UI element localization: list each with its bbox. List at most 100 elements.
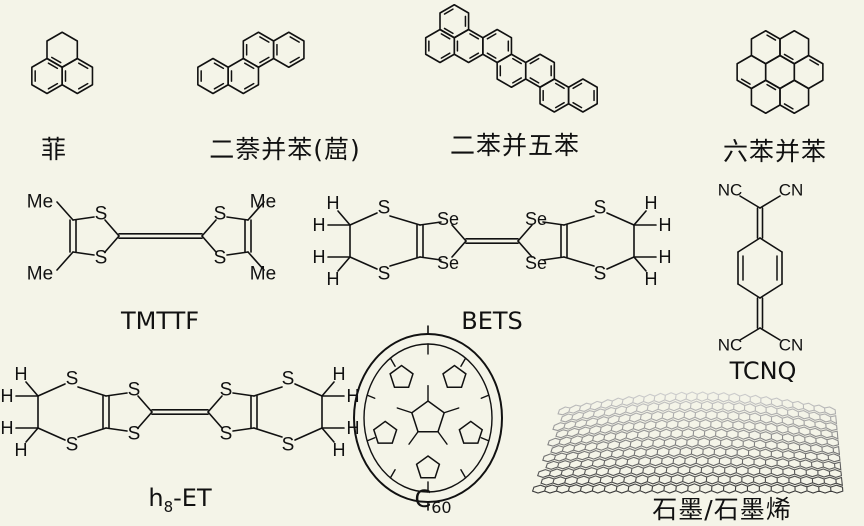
cage-bond: [366, 394, 376, 399]
methyl-label: Me: [27, 264, 53, 285]
bond: [563, 215, 595, 226]
cyano-label: CN: [779, 336, 804, 355]
bond: [739, 327, 761, 341]
ring-double-bond: [572, 101, 583, 109]
hydrogen-label: H: [15, 364, 28, 384]
atom-s: S: [378, 198, 391, 219]
hydrogen-label: H: [333, 440, 346, 460]
benzene-ring: [197, 57, 229, 95]
bond: [737, 237, 761, 253]
bond: [563, 256, 595, 267]
ring-double-bond: [554, 101, 565, 109]
bond: [253, 386, 283, 397]
benzene-ring: [242, 31, 275, 69]
bond: [759, 327, 781, 341]
ring-double-bond: [486, 33, 497, 40]
ring-double-bond: [740, 78, 751, 85]
bond: [247, 251, 265, 271]
ring-double-bond: [469, 33, 480, 40]
bond: [759, 237, 783, 253]
dibenzopentacene-structure: [424, 3, 598, 113]
cage-bond: [408, 431, 419, 445]
methyl-label: Me: [250, 192, 276, 213]
atom-se: Se: [525, 253, 547, 273]
bond: [517, 224, 533, 242]
bond: [389, 256, 421, 267]
bond: [737, 283, 761, 299]
bond: [337, 256, 351, 272]
coronene-structure: [736, 29, 824, 115]
bond: [137, 411, 153, 429]
hydrogen-label: H: [659, 215, 672, 235]
ring-double-bond: [529, 77, 540, 84]
bond: [104, 235, 120, 253]
bond: [56, 251, 74, 271]
benzene-ring: [46, 31, 79, 69]
hydrogen-label: H: [327, 193, 340, 213]
benzene-ring: [496, 53, 527, 89]
atom-s: S: [214, 248, 227, 269]
cage-pentagon: [372, 420, 398, 444]
bond: [606, 212, 635, 226]
atom-s: S: [95, 248, 108, 269]
tmttf-label: TMTTF: [120, 307, 200, 335]
ring-double-bond: [512, 57, 523, 65]
bond: [739, 195, 761, 209]
cage-bond: [443, 407, 460, 414]
ring-double-bond: [243, 82, 255, 90]
bond: [56, 201, 74, 221]
ring-double-bond: [243, 62, 255, 70]
ring-double-bond: [443, 8, 454, 15]
bond: [349, 256, 378, 270]
ring-double-bond: [766, 34, 777, 41]
atom-s: S: [95, 204, 108, 225]
hydrogen-label: H: [327, 269, 340, 289]
hydrogen-label: H: [313, 215, 326, 235]
bond: [337, 210, 351, 226]
coronene-label: 六苯并苯: [722, 137, 828, 166]
bond: [37, 427, 66, 441]
dibenzopentacene-label: 二苯并五苯: [449, 131, 581, 160]
bets-label: BETS: [461, 307, 523, 335]
atom-s: S: [220, 424, 233, 445]
bond: [77, 427, 107, 438]
benzene-ring: [453, 28, 484, 64]
atom-se: Se: [437, 209, 459, 229]
ring-double-bond: [77, 62, 89, 70]
ring-double-bond: [486, 52, 497, 59]
cage-pentagon: [442, 364, 467, 389]
ring-double-bond: [440, 33, 451, 40]
hydrogen-label: H: [1, 386, 14, 406]
atom-s: S: [220, 380, 233, 401]
benzene-ring: [779, 79, 810, 115]
ring-double-bond: [529, 57, 540, 65]
hydrogen-label: H: [645, 193, 658, 213]
bond: [247, 201, 265, 221]
hydrogen-label: H: [645, 269, 658, 289]
cage-bond: [460, 357, 467, 367]
bond: [451, 240, 467, 258]
phenanthrene-structure: [31, 31, 94, 95]
bond: [253, 427, 283, 438]
bond: [759, 195, 781, 209]
hydrogen-label: H: [347, 418, 360, 438]
bond: [294, 427, 323, 441]
ring-double-bond: [259, 36, 270, 43]
hydrogen-label: H: [313, 247, 326, 267]
bond: [207, 411, 223, 429]
c60-label: C60: [414, 485, 451, 517]
atom-s: S: [378, 264, 391, 285]
cage-bond: [389, 469, 396, 479]
ring-double-bond: [77, 82, 89, 90]
cage-bond: [396, 407, 413, 414]
atom-s: S: [128, 380, 141, 401]
bond: [389, 215, 421, 226]
bond: [321, 381, 335, 397]
chrysene-label: 二萘并苯(䓛): [209, 135, 361, 164]
ring-double-bond: [783, 53, 794, 61]
atom-s: S: [128, 424, 141, 445]
atom-s: S: [66, 435, 79, 456]
cage-outline: [353, 333, 503, 503]
